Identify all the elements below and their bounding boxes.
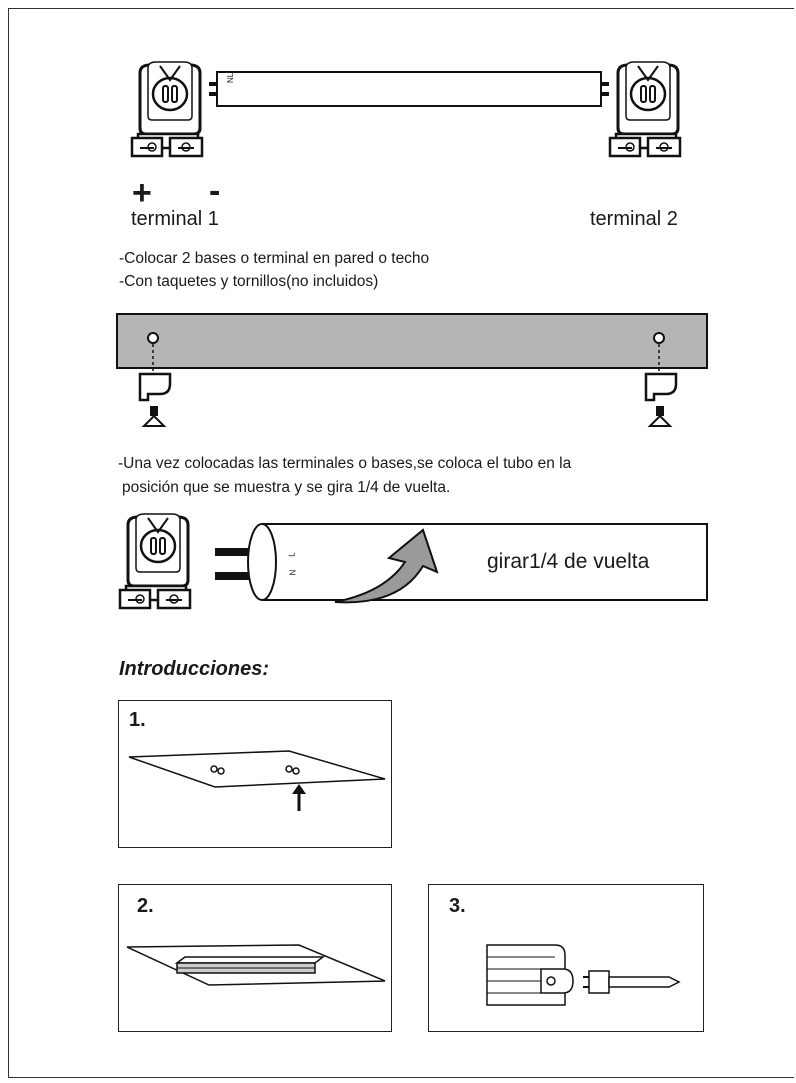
step-3-panel: 3. xyxy=(428,884,704,1032)
tube-mark-n: N xyxy=(288,569,298,576)
tube-end-body xyxy=(262,523,708,601)
step-3-number: 3. xyxy=(449,895,466,917)
tube-assembly-diagram xyxy=(130,60,682,158)
ceiling-mount-diagram xyxy=(116,313,708,427)
minus-sign: - xyxy=(209,172,221,210)
terminal-2-label: terminal 2 xyxy=(590,208,678,230)
tube-nl-marks: NL xyxy=(226,72,235,83)
ceiling-bar xyxy=(116,313,708,369)
mount-left xyxy=(138,332,172,427)
mount-right xyxy=(644,332,678,427)
rotate-label: girar1/4 de vuelta xyxy=(487,550,650,573)
rotate-tube-diagram xyxy=(118,512,708,610)
fluorescent-tube xyxy=(216,71,602,107)
page-frame xyxy=(8,8,794,1078)
step-1-illustration xyxy=(128,750,386,811)
tube-mark-l: L xyxy=(287,552,297,557)
step-3-illustration xyxy=(486,944,681,1006)
step-2-panel: 2. xyxy=(118,884,392,1032)
terminal-1-label: terminal 1 xyxy=(131,208,219,230)
socket-right xyxy=(608,60,682,158)
instruction-line-2: -Con taquetes y tornillos(no incluidos) xyxy=(119,273,379,290)
socket-left xyxy=(130,60,204,158)
plus-sign: + xyxy=(132,174,152,212)
step-1-number: 1. xyxy=(129,709,146,731)
rotate-arrow xyxy=(334,528,439,604)
instruction-line-1: -Colocar 2 bases o terminal en pared o t… xyxy=(119,250,430,267)
step-1-panel: 1. xyxy=(118,700,392,848)
instruction-line-4: posición que se muestra y se gira 1/4 de… xyxy=(122,479,451,496)
instruction-line-3: -Una vez colocadas las terminales o base… xyxy=(118,455,572,472)
step-2-number: 2. xyxy=(137,895,154,917)
step-2-illustration xyxy=(126,944,386,986)
intro-heading: Introducciones: xyxy=(119,658,270,680)
